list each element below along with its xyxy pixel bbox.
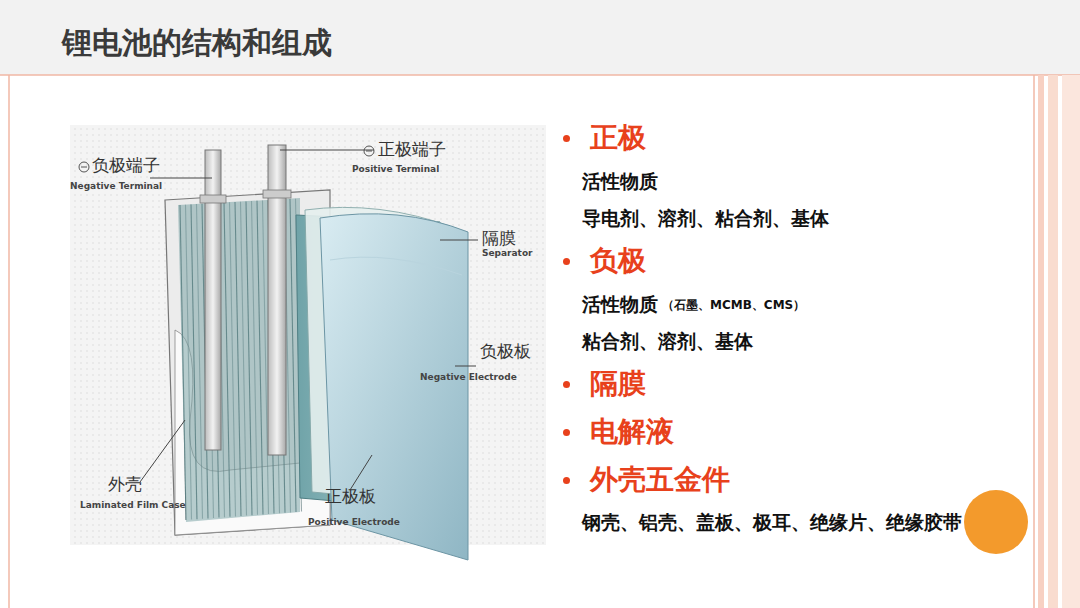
part-label: 外壳: [108, 475, 142, 495]
bullet-dot: [563, 135, 570, 142]
part-label-en: Negative Terminal: [70, 181, 162, 191]
list-note: （石墨、MCMB、CMS）: [662, 299, 805, 313]
slide-title: 锂电池的结构和组成: [62, 26, 332, 61]
bullet-dot: [563, 381, 570, 388]
part-label-en: Negative Electrode: [420, 372, 517, 382]
battery-illustration: [165, 145, 468, 560]
leader-lines: [140, 150, 478, 490]
bullet-heading: 正极: [590, 122, 646, 154]
list-item: 粘合剂、溶剂、基体: [582, 331, 753, 353]
part-label: 负极端子: [92, 156, 160, 176]
list-item: 钢壳、铝壳、盖板、极耳、绝缘片、绝缘胶带: [582, 512, 962, 534]
list-item: 导电剂、溶剂、粘合剂、基体: [582, 208, 829, 230]
bullet-dot: [563, 477, 570, 484]
part-label: 正极板: [325, 487, 376, 507]
part-label: 负极板: [480, 342, 531, 362]
bullet-dot: [563, 258, 570, 265]
part-label-en: Positive Terminal: [352, 164, 439, 174]
bullet-heading: 负极: [590, 245, 646, 277]
part-label-en: Laminated Film Case: [80, 500, 186, 510]
part-label-en: Separator: [482, 248, 533, 258]
part-label-en: Positive Electrode: [308, 517, 400, 527]
list-item: 活性物质: [582, 171, 658, 193]
bullet-heading: 隔膜: [590, 368, 646, 400]
part-label: 正极端子: [378, 140, 446, 160]
part-label: 隔膜: [482, 229, 516, 249]
bullet-dot: [563, 429, 570, 436]
list-item: 活性物质: [582, 294, 658, 316]
bullet-heading: 电解液: [590, 416, 674, 448]
bullet-heading: 外壳五金件: [590, 464, 730, 496]
